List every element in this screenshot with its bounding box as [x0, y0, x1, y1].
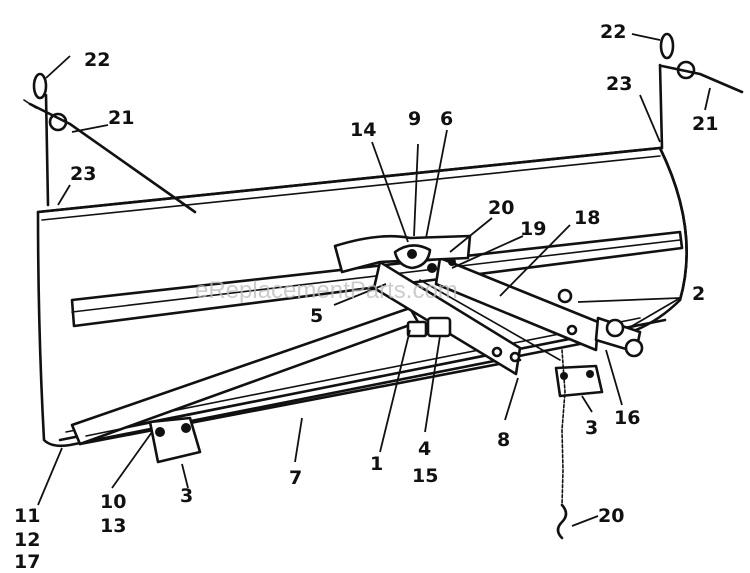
center-hitch-bracket: [333, 234, 472, 274]
label-18: 18: [574, 207, 600, 229]
lift-cable-left: [23, 72, 197, 214]
pivot-bolt: [406, 316, 452, 338]
watermark: eReplacementParts.com: [195, 277, 458, 304]
label-22-left: 22: [84, 49, 110, 71]
label-13: 13: [100, 515, 126, 537]
label-7: 7: [289, 467, 302, 489]
skid-shoe-left: [148, 416, 202, 464]
label-17: 17: [14, 551, 40, 573]
right-adjuster: [557, 288, 644, 358]
label-2: 2: [692, 283, 705, 305]
label-22-right: 22: [600, 21, 626, 43]
label-12: 12: [14, 529, 40, 551]
lift-cable-right: [658, 32, 744, 150]
label-23-left: 23: [70, 163, 96, 185]
label-15: 15: [412, 465, 438, 487]
label-19: 19: [520, 218, 546, 240]
label-9: 9: [408, 108, 421, 130]
chain-and-s-hook: [556, 349, 568, 540]
label-20-upper: 20: [488, 197, 514, 219]
label-21-right: 21: [692, 113, 718, 135]
label-4: 4: [418, 438, 431, 460]
label-10: 10: [100, 491, 126, 513]
label-5: 5: [310, 305, 323, 327]
label-20-lower: 20: [598, 505, 624, 527]
part-labels: 22 21 23 22 23 21 14 9 6 20 19 18 5 2 1 …: [14, 21, 718, 573]
label-8: 8: [497, 429, 510, 451]
label-1: 1: [370, 453, 383, 475]
leader-lines: [37, 33, 711, 527]
label-3-right: 3: [585, 417, 598, 439]
label-23-right: 23: [606, 73, 632, 95]
label-16: 16: [614, 407, 640, 429]
label-6: 6: [440, 108, 453, 130]
label-14: 14: [350, 119, 376, 141]
label-21-left: 21: [108, 107, 134, 129]
label-11: 11: [14, 505, 40, 527]
label-3-left: 3: [180, 485, 193, 507]
